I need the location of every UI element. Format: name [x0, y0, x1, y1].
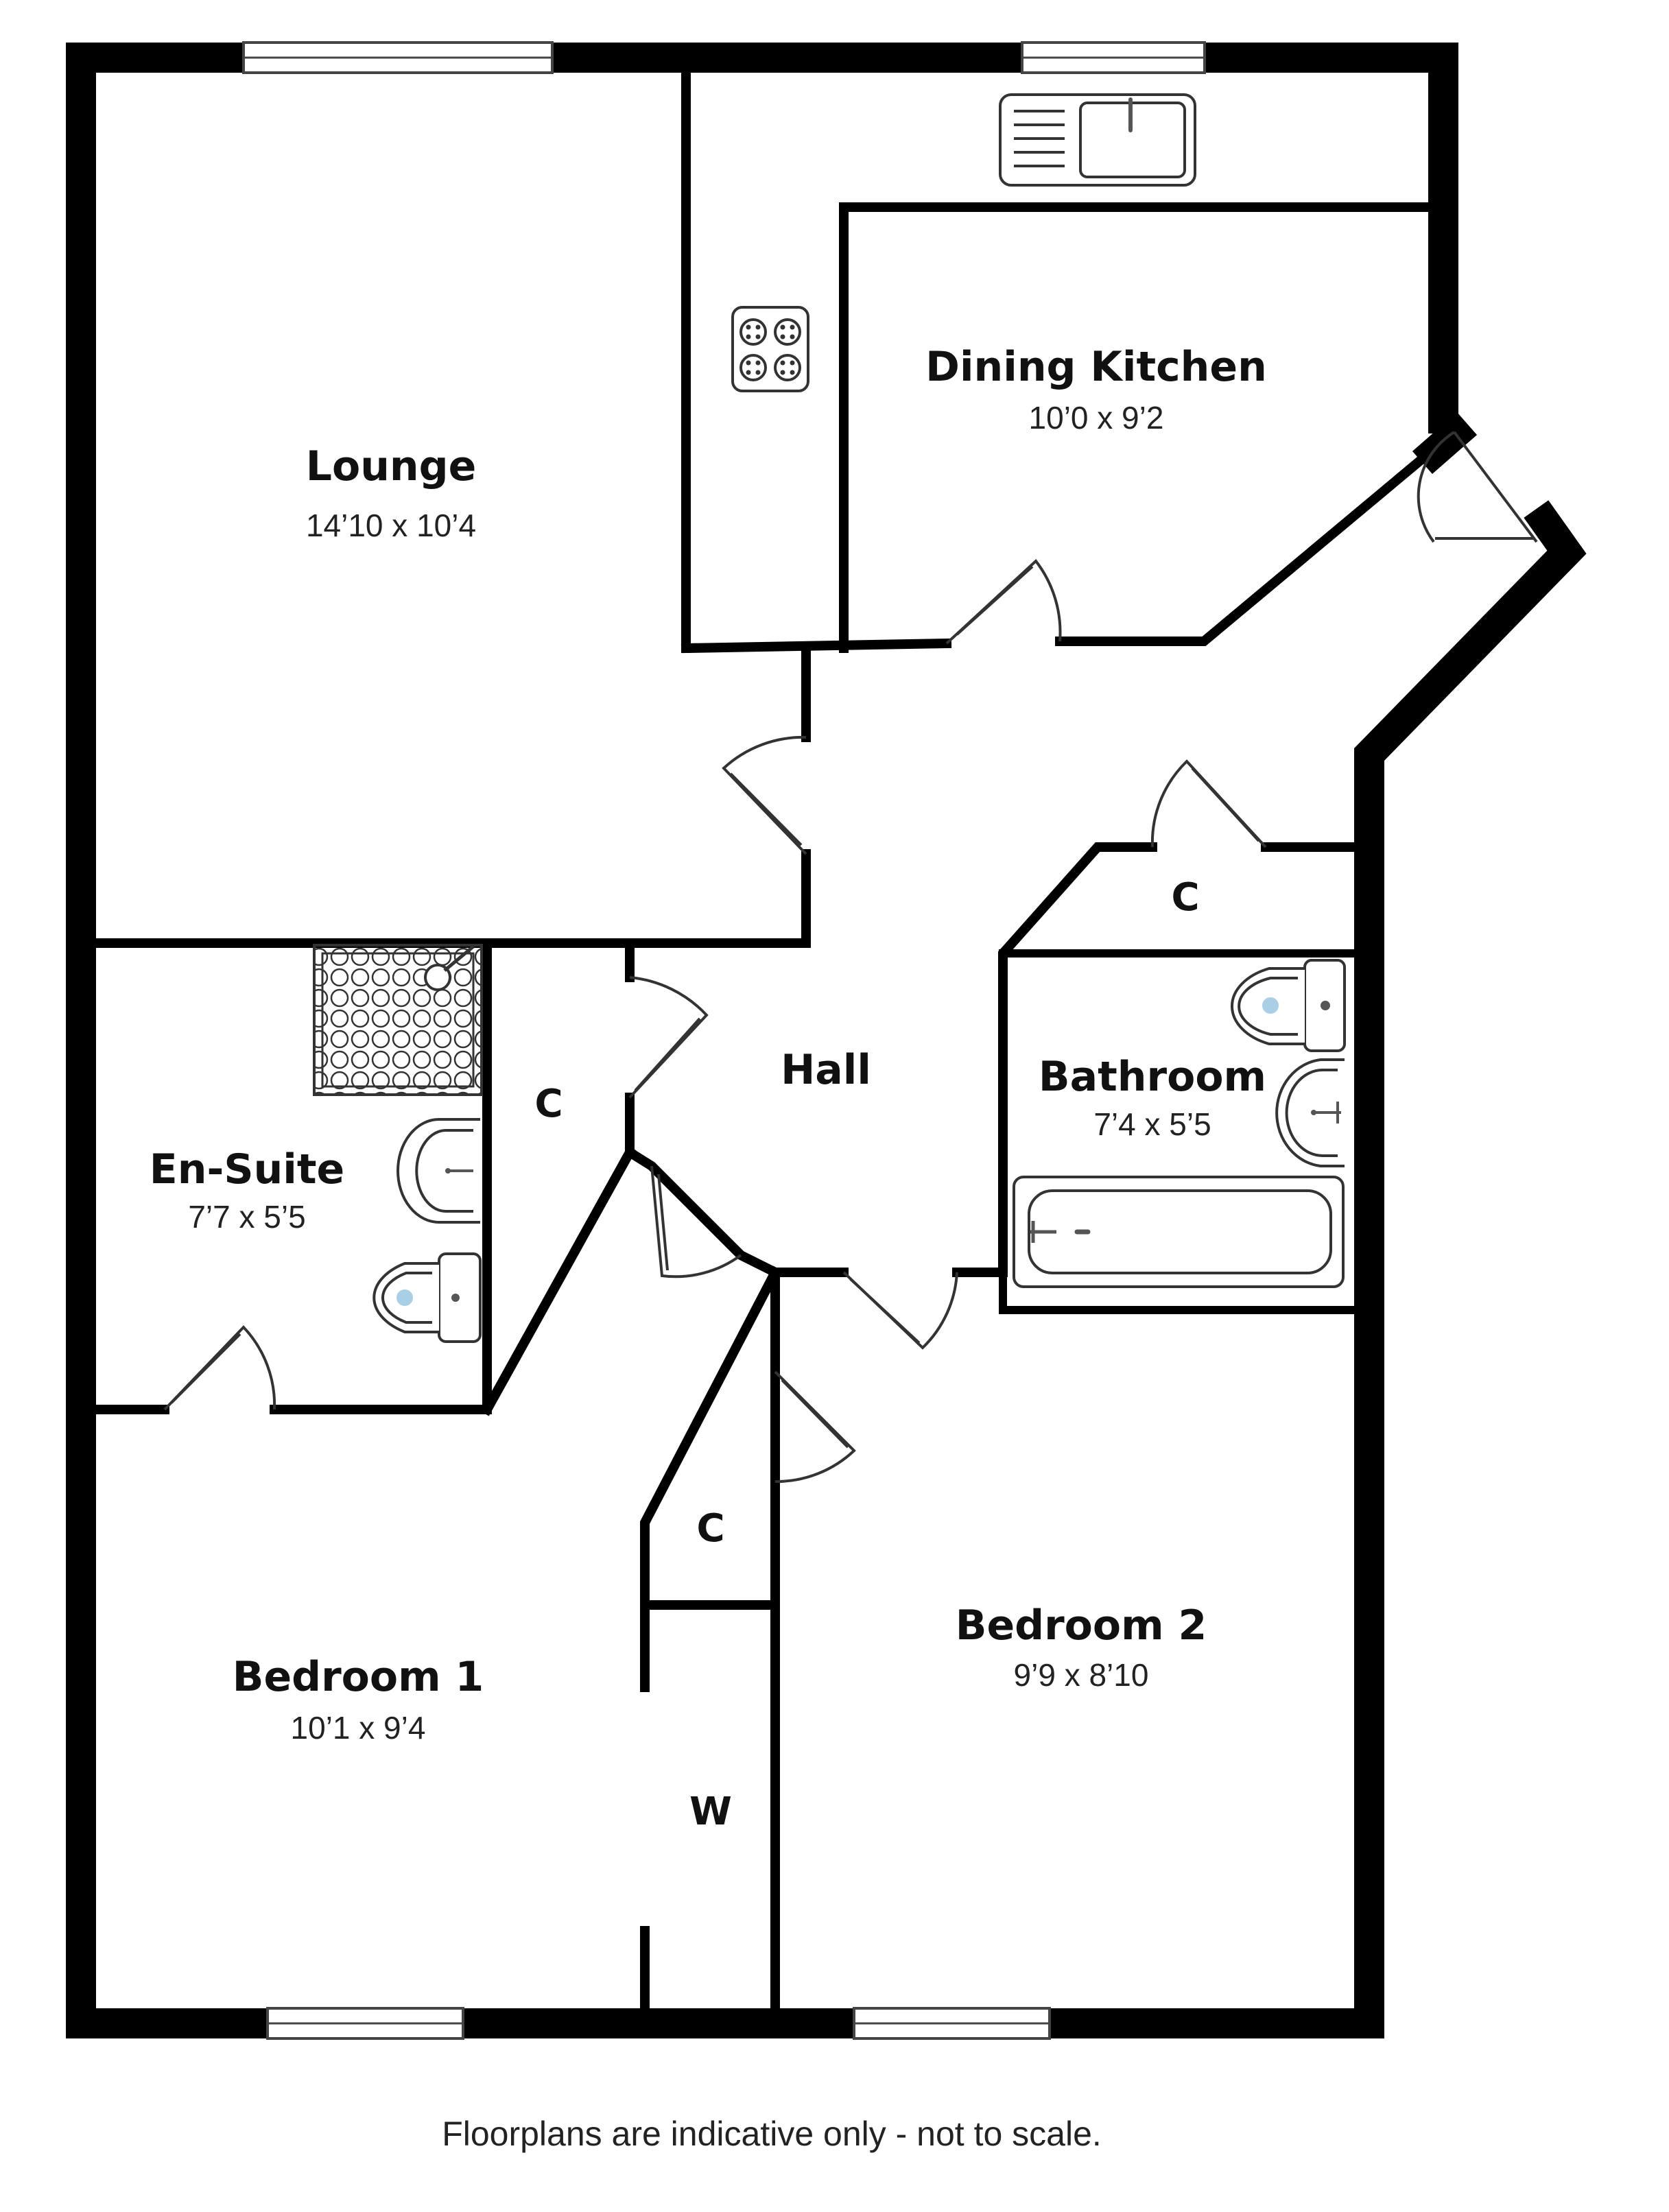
- disclaimer: Floorplans are indicative only - not to …: [442, 2115, 1102, 2153]
- bedroom-2-size: 9’9 x 8’10: [1014, 1657, 1149, 1693]
- door-swing-icon: [650, 1165, 742, 1279]
- bedroom-1-name: Bedroom 1: [233, 1653, 484, 1701]
- toilet-icon: [1231, 959, 1346, 1052]
- door-swing-icon: [842, 1271, 958, 1350]
- bedroom-cupboard-label: C: [696, 1506, 724, 1551]
- door-swing-icon: [774, 1370, 856, 1484]
- window-icon: [242, 41, 554, 74]
- dining-kitchen-name: Dining Kitchen: [925, 343, 1267, 391]
- toilet-icon: [372, 1252, 482, 1343]
- washbasin-icon: [1275, 1058, 1345, 1167]
- lounge-name: Lounge: [306, 442, 477, 490]
- bathroom-cupboard-label: C: [1171, 875, 1199, 920]
- window-icon: [853, 2007, 1051, 2040]
- lounge-size: 14’10 x 10’4: [306, 508, 476, 543]
- window-icon: [1021, 41, 1206, 74]
- bathroom-size: 7’4 x 5’5: [1093, 1106, 1211, 1142]
- door-swing-icon: [628, 976, 709, 1099]
- doors: [163, 431, 1538, 1484]
- door-swing-icon: [163, 1325, 276, 1411]
- en-suite-name: En-Suite: [150, 1145, 344, 1193]
- door-swing-icon: [1150, 759, 1267, 848]
- washbasin-icon: [396, 1118, 480, 1224]
- hob-icon: [731, 306, 809, 392]
- dining-kitchen-size: 10’0 x 9’2: [1029, 400, 1164, 436]
- bathroom-name: Bathroom: [1039, 1053, 1266, 1101]
- door-swing-icon: [722, 735, 807, 855]
- windows: [242, 41, 1206, 2040]
- hall-cupboard-label: C: [534, 1082, 563, 1126]
- sink-icon: [999, 93, 1196, 187]
- door-swing-icon: [1417, 431, 1538, 543]
- room-labels: Lounge 14’10 x 10’4 Dining Kitchen 10’0 …: [150, 343, 1267, 1834]
- internal-walls: [76, 68, 1461, 2028]
- wardrobe-label: W: [689, 1789, 732, 1834]
- en-suite-size: 7’7 x 5’5: [188, 1199, 305, 1235]
- bedroom-1-size: 10’1 x 9’4: [291, 1710, 426, 1746]
- bedroom-2-name: Bedroom 2: [956, 1602, 1207, 1650]
- bath-icon: [1013, 1176, 1345, 1288]
- shower-tray-icon: [313, 944, 483, 1096]
- window-icon: [266, 2007, 464, 2040]
- door-swing-icon: [945, 559, 1062, 645]
- hall-name: Hall: [781, 1046, 871, 1094]
